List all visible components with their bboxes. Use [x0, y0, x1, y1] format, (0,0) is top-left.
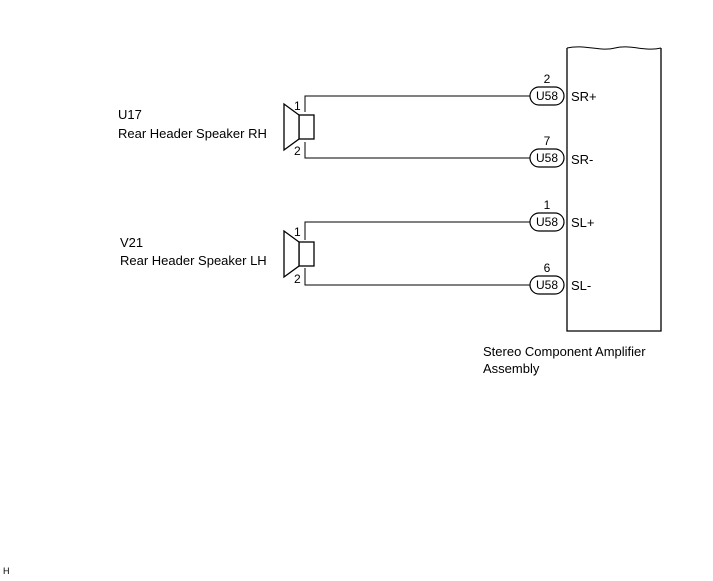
connector-label: U58: [536, 89, 558, 103]
signal-label-sl-minus: SL-: [571, 278, 591, 293]
speaker-lh-icon: [283, 229, 315, 279]
signal-label-sl-plus: SL+: [571, 215, 595, 230]
amplifier-name-line1: Stereo Component Amplifier: [483, 344, 646, 359]
connector-label: U58: [536, 278, 558, 292]
speaker-rh-pin-bottom: 2: [294, 144, 301, 158]
wire-sl-plus: [304, 221, 530, 240]
terminal-pin-number: 6: [544, 261, 551, 275]
terminal-pin-number: 7: [544, 134, 551, 148]
amplifier-name-line2: Assembly: [483, 361, 540, 376]
wire-sr-minus: [304, 142, 530, 159]
speaker-lh-code: V21: [120, 235, 143, 250]
speaker-lh-pin-bottom: 2: [294, 272, 301, 286]
connector-u58-pin1: U58: [529, 212, 565, 232]
speaker-lh-pin-top: 1: [294, 225, 301, 239]
connector-label: U58: [536, 215, 558, 229]
wire-sl-minus: [304, 268, 530, 286]
footer-mark: H: [3, 566, 10, 576]
signal-label-sr-minus: SR-: [571, 152, 593, 167]
speaker-lh-name: Rear Header Speaker LH: [120, 253, 267, 268]
wire-sr-plus: [304, 95, 530, 112]
connector-label: U58: [536, 151, 558, 165]
speaker-rh-icon: [283, 102, 315, 152]
terminal-pin-number: 2: [544, 72, 551, 86]
signal-label-sr-plus: SR+: [571, 89, 597, 104]
speaker-rh-name: Rear Header Speaker RH: [118, 126, 267, 141]
connector-u58-pin2: U58: [529, 86, 565, 106]
amplifier-box: [566, 46, 662, 332]
terminal-pin-number: 1: [544, 198, 551, 212]
connector-u58-pin7: U58: [529, 148, 565, 168]
speaker-rh-code: U17: [118, 107, 142, 122]
connector-u58-pin6: U58: [529, 275, 565, 295]
speaker-rh-pin-top: 1: [294, 99, 301, 113]
